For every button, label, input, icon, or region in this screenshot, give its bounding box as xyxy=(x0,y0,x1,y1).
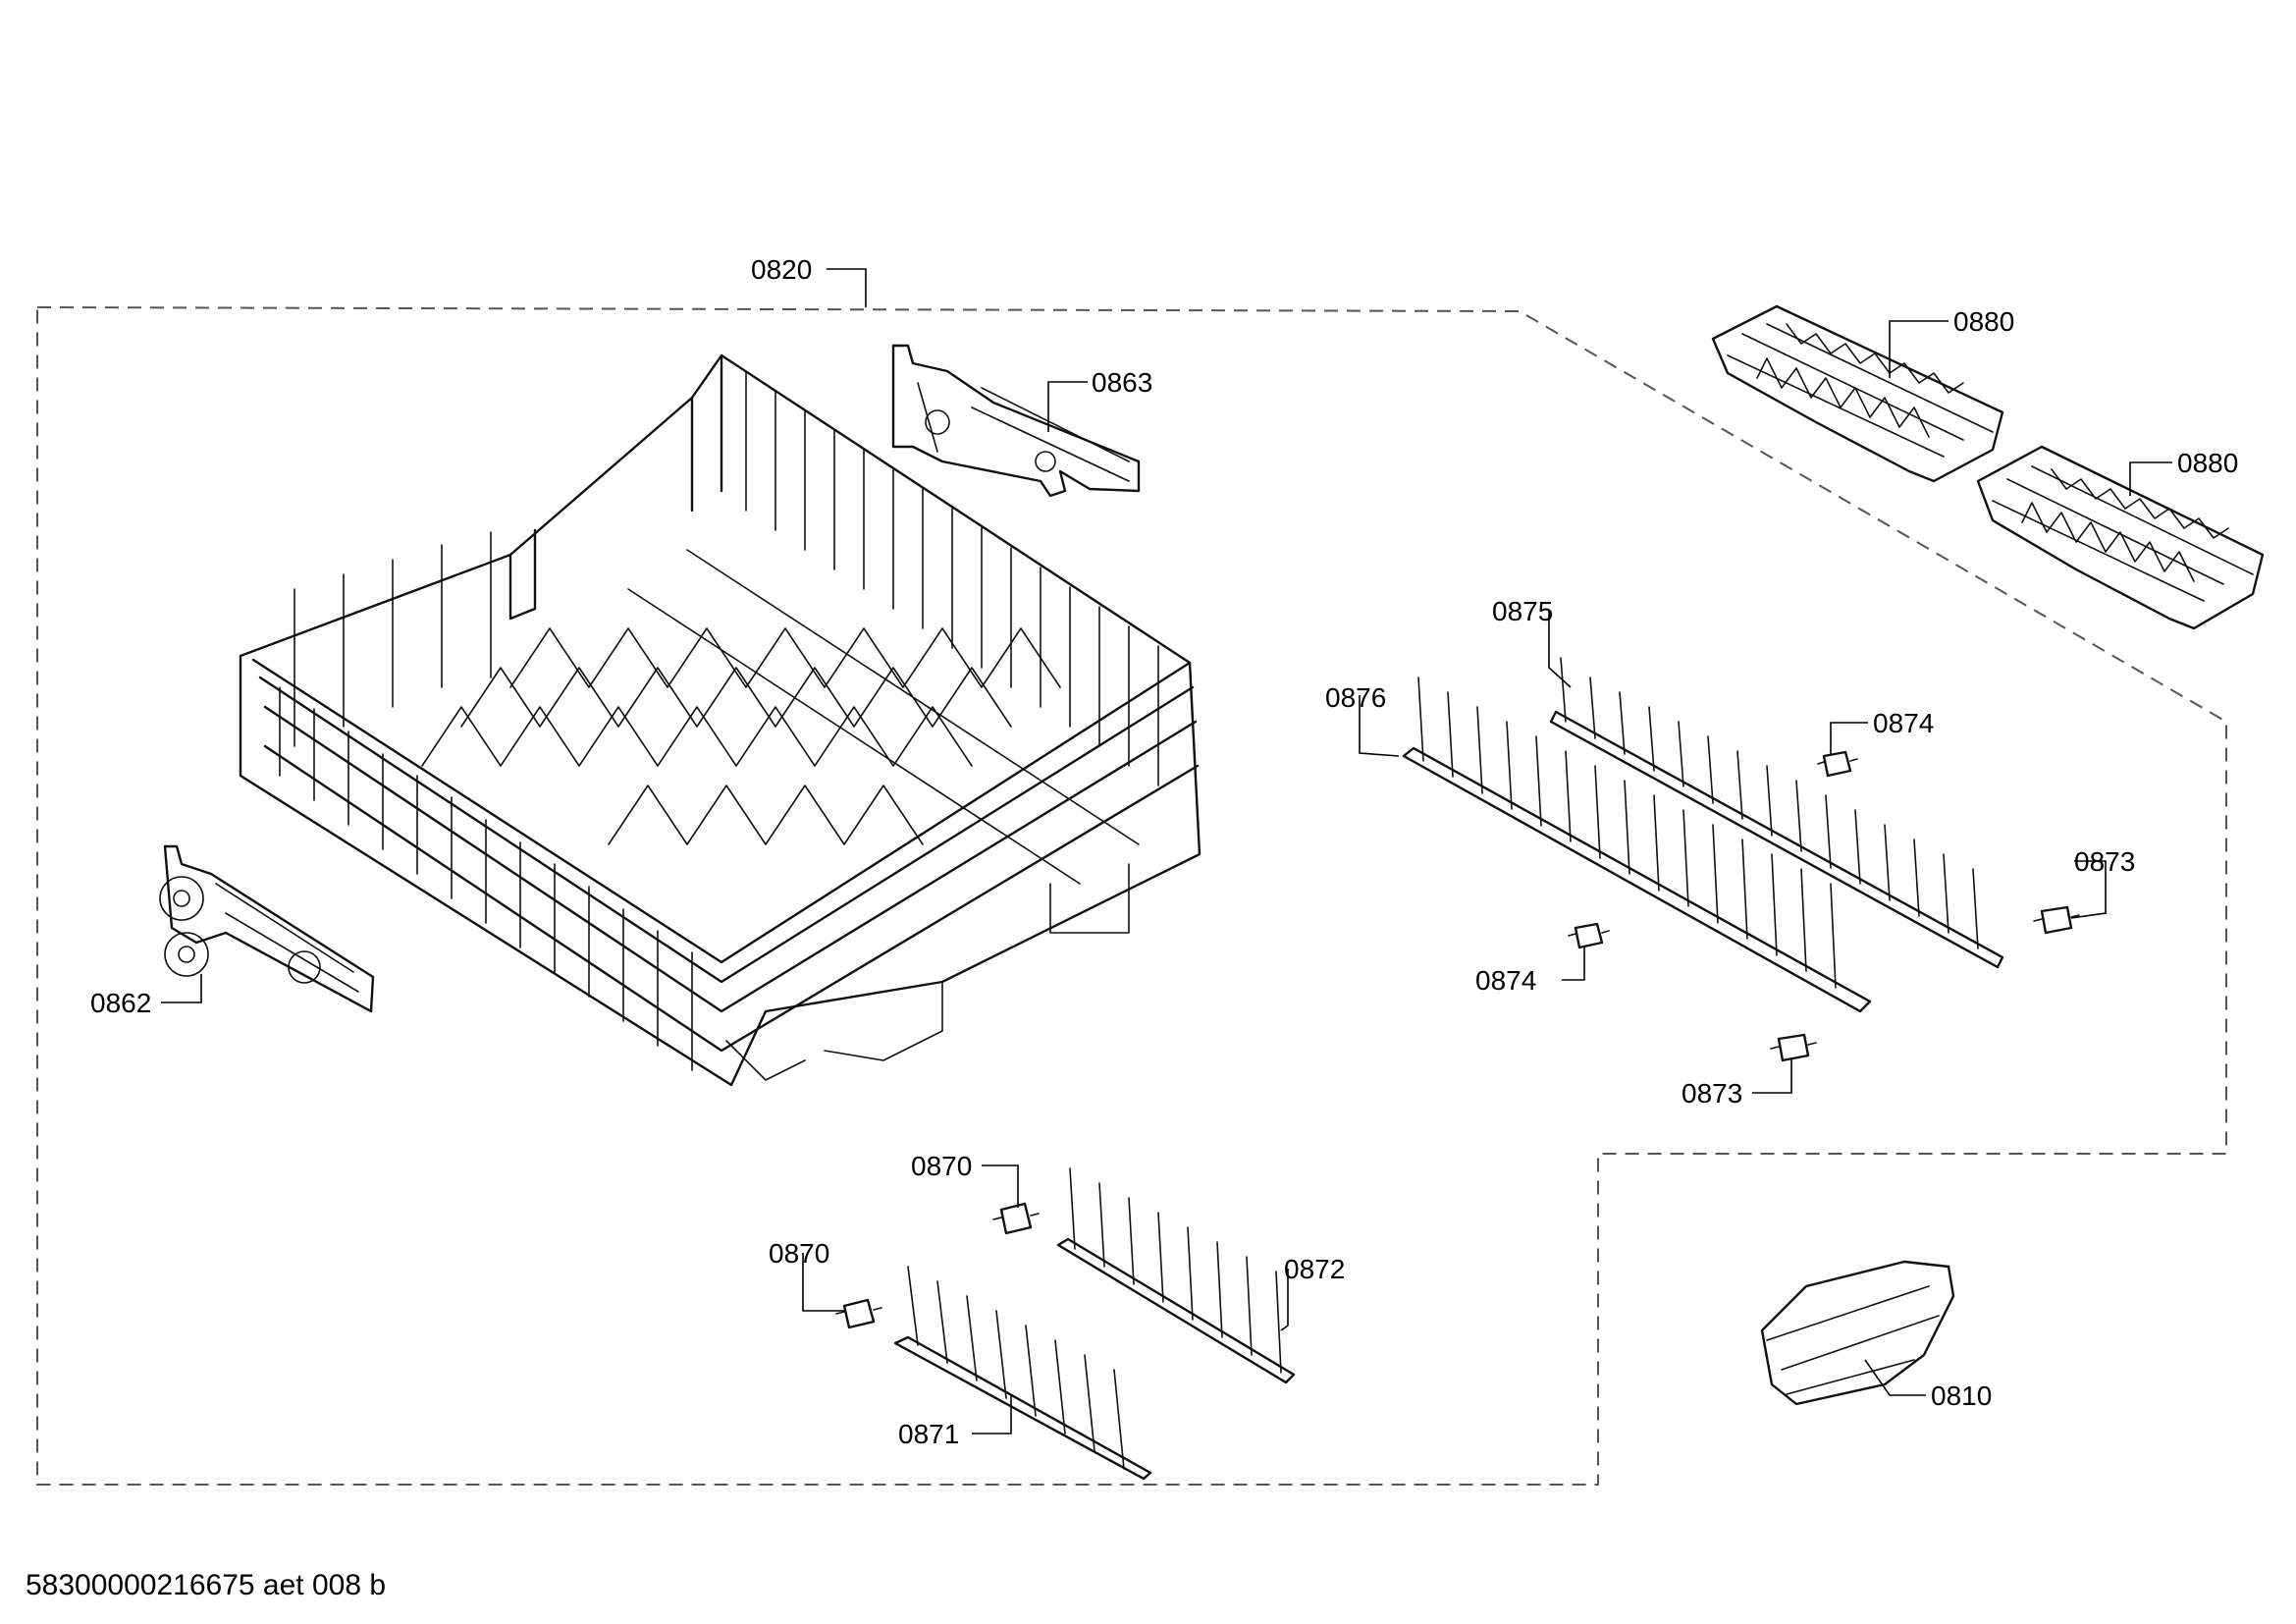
callout-0820: 0820 xyxy=(751,254,812,285)
callout-0810: 0810 xyxy=(1931,1380,1992,1411)
callout-0873-lower: 0873 xyxy=(1682,1078,1742,1109)
clip-0874-a xyxy=(1817,750,1858,778)
tine-rack-0872 xyxy=(1056,1167,1296,1384)
clip-0873-b xyxy=(1770,1033,1817,1062)
callout-0880-upper: 0880 xyxy=(1953,306,2014,337)
callout-0870-upper: 0870 xyxy=(911,1151,972,1181)
clip-0873-a xyxy=(2033,905,2080,935)
callout-0875: 0875 xyxy=(1492,596,1553,626)
callout-0863: 0863 xyxy=(1092,367,1152,398)
callout-0880-lower: 0880 xyxy=(2177,448,2238,478)
document-code: 58300000216675 aet 008 b xyxy=(26,1569,387,1601)
leader-lines xyxy=(161,268,2172,1435)
clip-0874-b xyxy=(1568,922,1610,949)
right-rail-part xyxy=(891,344,1141,498)
callout-0862: 0862 xyxy=(90,988,151,1018)
upper-basket xyxy=(239,353,1201,1087)
tine-rack-0876 xyxy=(1402,677,1872,1013)
knife-rack-lower xyxy=(1976,445,2265,630)
callout-0874-upper: 0874 xyxy=(1873,708,1934,738)
tine-rack-0875 xyxy=(1549,657,2004,969)
callout-0876: 0876 xyxy=(1325,682,1386,713)
assembly-boundary xyxy=(36,305,2227,1486)
clip-0870-b xyxy=(835,1298,882,1329)
callout-0870-lower: 0870 xyxy=(769,1238,829,1269)
cover-part-0810 xyxy=(1760,1260,1955,1406)
callout-0874-lower: 0874 xyxy=(1475,965,1536,996)
callout-labels: 0820 0863 0880 0880 0875 0876 0874 0873 … xyxy=(90,254,2238,1449)
left-rail-part xyxy=(159,844,375,1013)
knife-rack-upper xyxy=(1711,304,2004,483)
callout-0871: 0871 xyxy=(898,1419,959,1449)
tine-rack-0871 xyxy=(893,1266,1152,1481)
callout-0873-right: 0873 xyxy=(2074,846,2135,877)
clip-0870-a xyxy=(992,1202,1040,1235)
callout-0872: 0872 xyxy=(1284,1254,1345,1284)
